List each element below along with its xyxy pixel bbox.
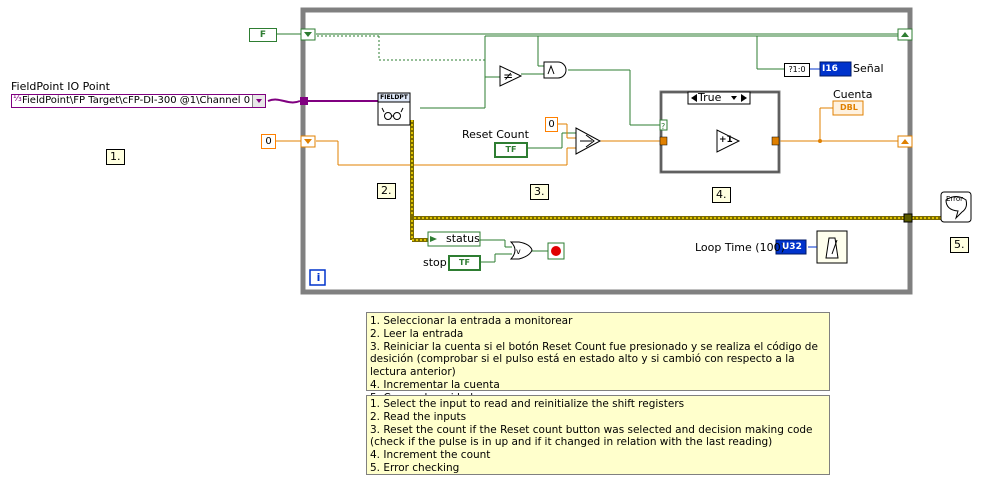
reset-count-type: TF: [505, 145, 517, 154]
io-point-control[interactable]: ⅓ FieldPoint\FP Target\cFP-DI-300 @1\Cha…: [11, 94, 266, 108]
stop-condition-terminal: [547, 242, 565, 260]
english-steps-note: 1. Select the input to read and reinitia…: [366, 395, 830, 475]
svg-text:v: v: [516, 247, 521, 256]
note-en-line-5: 5. Error checking: [370, 461, 460, 474]
numeric-junction: [818, 139, 822, 143]
zero-reset-value: 0: [548, 119, 555, 130]
note-es-line-1: 1. Seleccionar la entrada a monitorear: [370, 315, 573, 327]
dbl-indicator-box: [832, 100, 864, 116]
boolean-wires: [276, 33, 900, 263]
i16-indicator-box: [819, 61, 852, 77]
status-element: status: [446, 232, 480, 245]
and-gate: [543, 61, 567, 79]
step-tag-3: 3.: [530, 184, 549, 200]
step-tag-4: 4.: [712, 187, 731, 203]
iteration-terminal: [309, 269, 326, 286]
case-structure: ?: [659, 90, 781, 174]
note-en-line-2: 2. Read the inputs: [370, 410, 467, 423]
step-tag-1: 1.: [106, 149, 125, 165]
svg-text:≠: ≠: [503, 69, 513, 83]
error-tunnel: [903, 213, 913, 223]
increment-label: +1: [719, 135, 733, 145]
case-selector-label: True: [698, 91, 722, 104]
i16-indicator-type: I16: [822, 64, 838, 74]
error-junction: [410, 216, 414, 220]
u32-constant-box: [775, 239, 807, 255]
senal-label: Señal: [853, 62, 884, 75]
cuenta-label: Cuenta: [833, 88, 873, 101]
not-equal-node: ≠: [499, 65, 523, 87]
error-handler-label: Error: [946, 195, 964, 203]
shift-register-bool-right: [897, 28, 913, 41]
cuenta-indicator-type: DBL: [840, 103, 858, 112]
reset-count-label: Reset Count: [462, 128, 529, 141]
bool-init-value: F: [259, 30, 267, 40]
shift-register-bool-left: [300, 28, 316, 41]
zero-init-constant[interactable]: 0: [261, 134, 276, 149]
note-en-line-3: 3. Reset the count if the Reset count bu…: [370, 423, 813, 449]
chevron-down-icon: [256, 99, 262, 103]
io-tunnel: [300, 97, 308, 105]
spanish-steps-note: 1. Seleccionar la entrada a monitorear 2…: [366, 312, 830, 404]
increment-node: [716, 129, 741, 153]
loop-time-label: Loop Time (100): [695, 241, 785, 254]
fieldpoint-read-node: [377, 92, 411, 126]
zero-init-value: 0: [265, 136, 272, 147]
note-es-line-2: 2. Leer la entrada: [370, 327, 464, 340]
svg-text:?: ?: [661, 122, 665, 131]
io-point-value: FieldPoint\FP Target\cFP-DI-300 @1\Chann…: [22, 95, 251, 106]
stop-type: TF: [459, 258, 470, 267]
u32-constant-type: U32: [782, 242, 802, 252]
bool-to-numeric-node: ?1:0: [784, 63, 810, 77]
bool-init-constant[interactable]: F: [249, 28, 277, 42]
iteration-label: i: [316, 271, 321, 284]
note-es-line-4: 4. Incrementar la cuenta: [370, 378, 500, 391]
stop-terminal[interactable]: TF: [448, 255, 481, 271]
io-point-wire: [267, 98, 378, 104]
stop-label: stop: [423, 256, 447, 269]
select-node: [575, 127, 602, 155]
fieldpoint-read-title: FIELDPT: [380, 94, 408, 101]
wait-ms-node: [808, 230, 848, 264]
step-tag-2: 2.: [377, 183, 396, 199]
zero-reset-constant[interactable]: 0: [545, 117, 558, 132]
error-handler-node: [940, 191, 972, 223]
while-loop-frame: [300, 7, 913, 295]
unbundle-status-node: [427, 231, 481, 247]
step-tag-5: 5.: [950, 237, 969, 253]
or-gate: v: [509, 241, 533, 260]
note-en-line-4: 4. Increment the count: [370, 449, 491, 462]
note-en-line-1: 1. Select the input to read and reinitia…: [370, 398, 685, 410]
io-point-label: FieldPoint IO Point: [11, 80, 110, 93]
io-point-icon: ⅓: [13, 94, 22, 104]
shift-register-num-right: [897, 135, 913, 148]
reset-count-terminal[interactable]: TF: [494, 142, 528, 158]
shift-register-num-left: [300, 135, 316, 148]
io-point-dropdown-button[interactable]: [252, 95, 265, 107]
note-es-line-3: 3. Reiniciar la cuenta si el botón Reset…: [370, 340, 818, 379]
